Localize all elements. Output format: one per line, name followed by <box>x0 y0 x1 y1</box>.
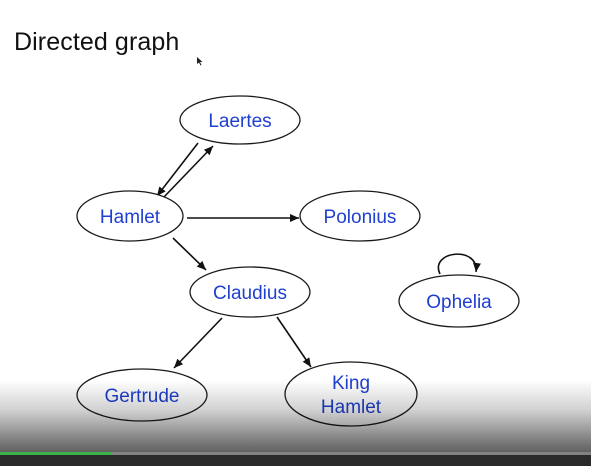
edge-laertes-to-hamlet <box>156 142 199 197</box>
edge-hamlet-to-claudius <box>172 237 207 271</box>
video-progress-fill <box>0 452 112 455</box>
edge-hamlet-to-laertes <box>162 145 214 199</box>
edge-claudius-to-gertrude <box>173 317 223 369</box>
node-label: King <box>332 373 370 394</box>
node-ellipse <box>189 266 311 318</box>
node-ellipse <box>398 274 520 328</box>
slide-title: Directed graph <box>14 28 180 56</box>
node-label: Hamlet <box>321 397 382 418</box>
node-ellipse <box>179 95 301 145</box>
node-label: Gertrude <box>105 386 180 407</box>
video-control-bar <box>0 455 591 466</box>
node-polonius: Polonius <box>299 190 421 242</box>
mouse-cursor-icon <box>197 57 203 66</box>
edges <box>156 142 481 369</box>
node-label: Ophelia <box>426 292 492 313</box>
node-claudius: Claudius <box>189 266 311 318</box>
edge-ophelia-to-ophelia <box>437 253 481 275</box>
node-ellipse <box>76 190 184 242</box>
node-label: Laertes <box>208 111 271 132</box>
node-laertes: Laertes <box>179 95 301 145</box>
node-ellipse <box>299 190 421 242</box>
edge-claudius-to-king-hamlet <box>276 316 312 368</box>
node-gertrude: Gertrude <box>76 368 208 422</box>
node-label: Hamlet <box>100 207 161 228</box>
node-label: Claudius <box>213 283 287 304</box>
node-label: Polonius <box>324 207 397 228</box>
node-hamlet: Hamlet <box>76 190 184 242</box>
video-progress-bar[interactable] <box>0 452 591 455</box>
node-ophelia: Ophelia <box>398 274 520 328</box>
